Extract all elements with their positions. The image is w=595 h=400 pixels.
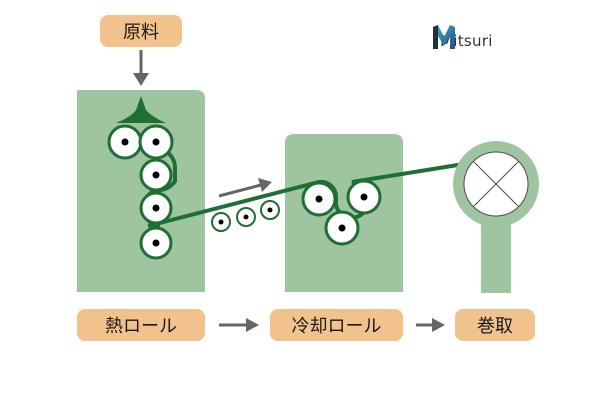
- guide-rollers: [211, 200, 280, 232]
- winding-reel: [453, 141, 539, 227]
- process-arrow-1: [219, 318, 259, 332]
- heat-rolls: [107, 124, 174, 260]
- mitsuri-m-logo-icon: [433, 25, 455, 49]
- heat-roll-label: 熱ロール: [77, 309, 205, 341]
- cooling-rolls: [301, 179, 382, 246]
- winder-stand: [481, 219, 511, 293]
- cooling-roll-label: 冷却ロール: [270, 309, 403, 341]
- winding-label: 巻取: [455, 309, 535, 341]
- mitsuri-logo: Mitsuri: [432, 24, 542, 58]
- raw-material-label: 原料: [100, 15, 182, 47]
- process-arrow-2: [416, 318, 445, 332]
- flow-direction-arrow: [218, 178, 272, 198]
- hopper: [116, 96, 166, 123]
- raw-material-arrow: [133, 50, 149, 86]
